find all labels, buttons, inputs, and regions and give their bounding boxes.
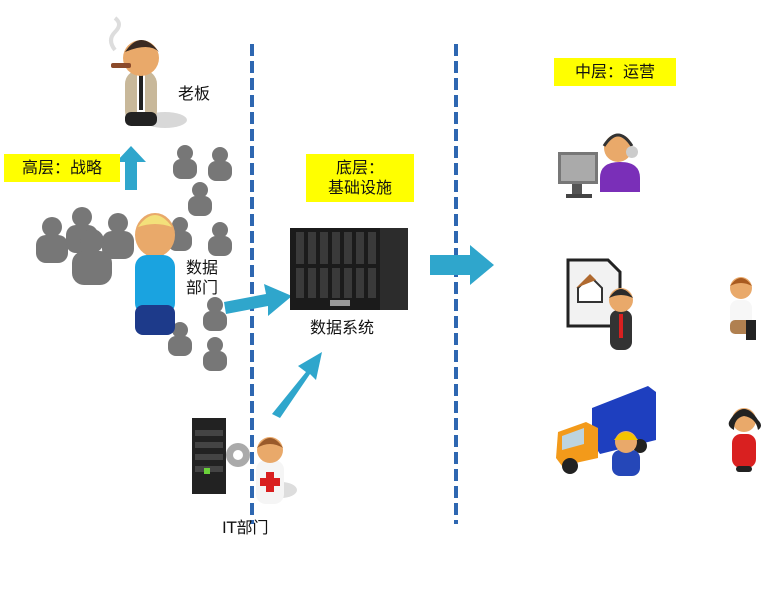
layer-label-bottom-line2: 基础设施	[327, 178, 392, 197]
layer-label-middle: 中层：运营	[554, 58, 676, 86]
businessman-briefcase-icon	[730, 277, 756, 340]
arrow-to-data-system	[224, 284, 292, 316]
arrow-to-operations	[430, 245, 494, 285]
data-team-icon	[36, 145, 232, 371]
real-estate-agent-icon	[566, 258, 633, 350]
delivery-truck-worker-icon	[556, 386, 656, 476]
layer-label-bottom: 底层： 基础设施	[306, 154, 414, 202]
arrow-it-to-data-system	[272, 352, 322, 418]
boss-person-icon	[109, 16, 187, 128]
boss-label: 老板	[178, 84, 211, 103]
data-dept-label-line1: 数据	[186, 258, 219, 277]
it-support-icon	[192, 418, 297, 504]
up-arrow-icon	[116, 146, 146, 190]
divider-left	[250, 44, 254, 524]
divider-right	[454, 44, 458, 524]
layer-label-top: 高层：战略	[4, 154, 120, 182]
server-rack-icon	[290, 228, 408, 310]
it-dept-label: IT部门	[222, 518, 269, 537]
call-center-agent-icon	[558, 133, 640, 198]
businesswoman-icon	[728, 408, 761, 472]
data-dept-label-line2: 部门	[186, 278, 219, 297]
layer-label-bottom-line1: 底层：	[335, 158, 384, 177]
data-system-label: 数据系统	[310, 318, 375, 337]
